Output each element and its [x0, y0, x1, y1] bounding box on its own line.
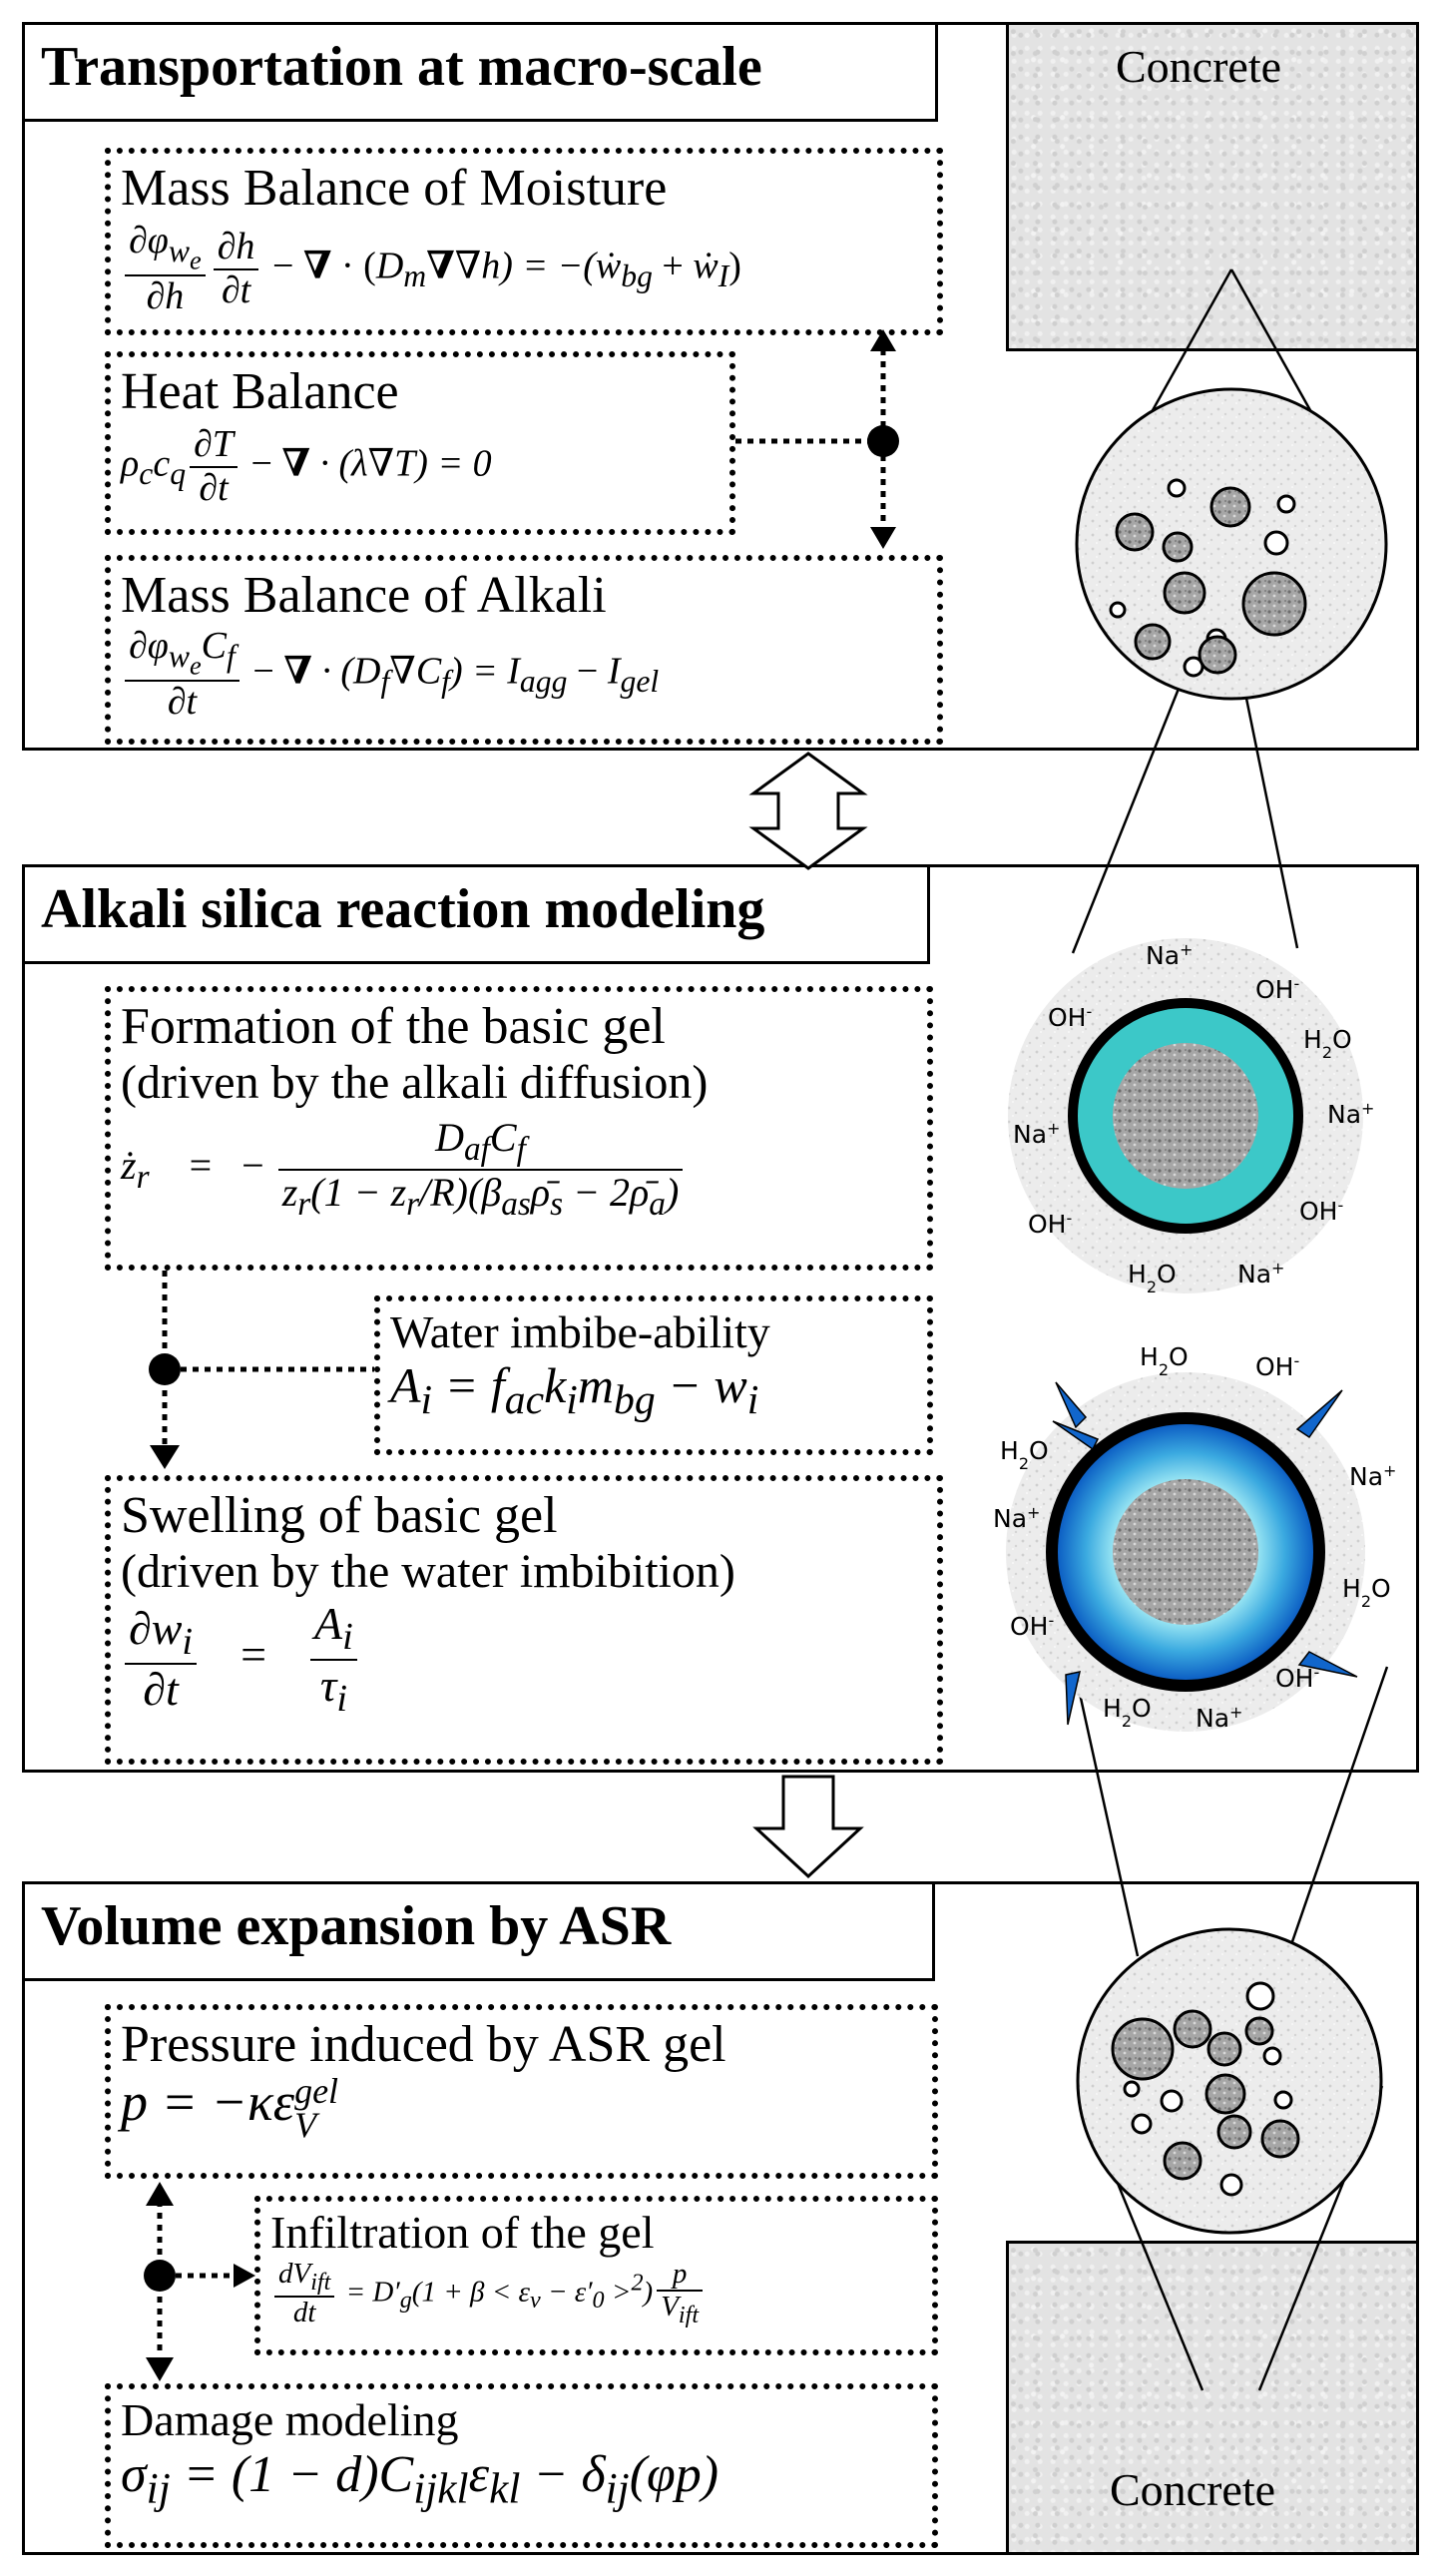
moisture-balance-box: Mass Balance of Moisture ∂φwe∂h∂h∂t − ∇ …: [105, 148, 943, 335]
damage-equation: σij = (1 − d)Cijklεkl − δij(φp): [121, 2445, 720, 2512]
formation-box: Formation of the basic gel (driven by th…: [105, 986, 933, 1271]
swelling-box: Swelling of basic gel (driven by the wat…: [105, 1475, 943, 1765]
heat-equation: ρccq∂T∂t − ∇ · (λ∇T) = 0: [121, 423, 492, 509]
infiltration-heading: Infiltration of the gel: [270, 2207, 655, 2258]
heat-heading: Heat Balance: [121, 363, 399, 420]
panel-title-volume: Volume expansion by ASR: [22, 1881, 935, 1981]
moisture-equation: ∂φwe∂h∂h∂t − ∇ · (Dm∇∇h) = −(ẇbg + ẇI): [121, 220, 927, 318]
damage-box: Damage modeling σij = (1 − d)Cijklεkl − …: [105, 2383, 938, 2548]
concrete-label-top: Concrete: [1116, 41, 1282, 92]
swelling-subheading: (driven by the water imbibition): [121, 1545, 735, 1599]
alkali-equation: ∂φweCf∂t − ∇ · (Df∇Cf) = Iagg − Igel: [121, 625, 927, 724]
imbibe-equation: Ai = fackimbg − wi: [390, 1356, 759, 1423]
concrete-label-bottom: Concrete: [1110, 2464, 1276, 2515]
moisture-heading: Mass Balance of Moisture: [121, 160, 668, 217]
swelling-heading: Swelling of basic gel: [121, 1487, 558, 1544]
pressure-heading: Pressure induced by ASR gel: [121, 2016, 726, 2073]
panel-title-macro: Transportation at macro-scale: [22, 22, 938, 122]
alkali-balance-box: Mass Balance of Alkali ∂φweCf∂t − ∇ · (D…: [105, 555, 943, 745]
formation-heading: Formation of the basic gel: [121, 998, 666, 1055]
down-arrow-between-panels: [752, 1775, 864, 1879]
alkali-heading: Mass Balance of Alkali: [121, 567, 607, 624]
imbibe-box: Water imbibe-ability Ai = fackimbg − wi: [374, 1295, 933, 1455]
double-arrow-between-panels: [748, 752, 868, 870]
concrete-block-bottom: [1006, 2241, 1419, 2555]
damage-heading: Damage modeling: [121, 2394, 459, 2445]
panel-title-asr: Alkali silica reaction modeling: [22, 864, 930, 964]
formation-subheading: (driven by the alkali diffusion): [121, 1056, 709, 1110]
heat-balance-box: Heat Balance ρccq∂T∂t − ∇ · (λ∇T) = 0: [105, 351, 735, 535]
imbibe-heading: Water imbibe-ability: [390, 1306, 770, 1357]
